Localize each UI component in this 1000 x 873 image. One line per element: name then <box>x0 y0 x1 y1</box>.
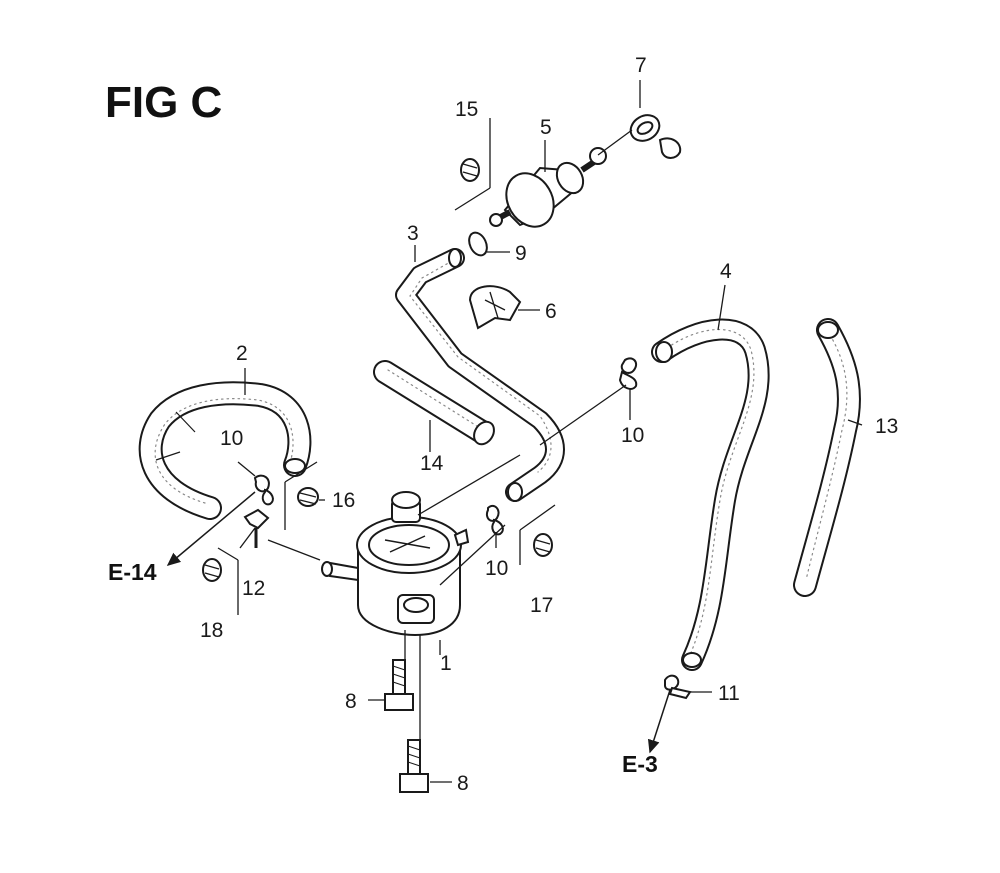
callout-13: 13 <box>875 415 898 438</box>
callout-1: 1 <box>440 652 452 675</box>
part-13-hose <box>793 318 861 597</box>
callout-2: 2 <box>236 342 248 365</box>
callout-9: 9 <box>515 242 527 265</box>
callout-18: 18 <box>200 619 223 642</box>
part-5-fuel-filter <box>489 147 607 228</box>
part-18-clamp <box>202 558 222 582</box>
callout-10-center: 10 <box>485 557 508 580</box>
part-6-holder <box>468 285 522 330</box>
callout-10-right: 10 <box>621 424 644 447</box>
callout-15: 15 <box>455 98 478 121</box>
part-8-screw-upper <box>384 659 414 711</box>
part-7-grommet <box>629 114 682 159</box>
callout-7: 7 <box>635 54 647 77</box>
callout-12: 12 <box>242 577 265 600</box>
reference-e3: E-3 <box>622 751 658 777</box>
callout-4: 4 <box>720 260 732 283</box>
part-12-clip <box>243 508 270 548</box>
part-3-bent-tube <box>395 248 565 502</box>
part-16-clamp <box>297 487 319 507</box>
reference-arrows <box>166 491 671 754</box>
part-15-clamp <box>460 158 480 182</box>
callout-6: 6 <box>545 300 557 323</box>
callout-8-lower: 8 <box>457 772 469 795</box>
part-10-clip-a <box>618 357 638 390</box>
part-10-clip-c <box>253 474 274 506</box>
callout-8-upper: 8 <box>345 690 357 713</box>
callout-11: 11 <box>718 682 740 705</box>
callout-5: 5 <box>540 116 552 139</box>
part-2-curved-hose <box>138 381 312 520</box>
part-9-o-ring <box>468 231 488 257</box>
part-17-clamp <box>533 533 553 557</box>
part-1-fuel-strainer <box>321 491 470 637</box>
reference-e14: E-14 <box>108 559 157 585</box>
callout-16: 16 <box>332 489 355 512</box>
part-4-long-hose <box>651 318 770 671</box>
callout-3: 3 <box>407 222 419 245</box>
callout-14: 14 <box>420 452 444 475</box>
part-10-clip-b <box>486 504 504 536</box>
callout-10-left: 10 <box>220 427 243 450</box>
figure-title: FIG C <box>105 78 222 127</box>
part-14-straight-hose <box>373 360 495 446</box>
part-8-screw-lower <box>399 739 429 793</box>
callout-17: 17 <box>530 594 553 617</box>
leader-lines <box>217 80 863 783</box>
part-11-clip <box>664 674 692 700</box>
